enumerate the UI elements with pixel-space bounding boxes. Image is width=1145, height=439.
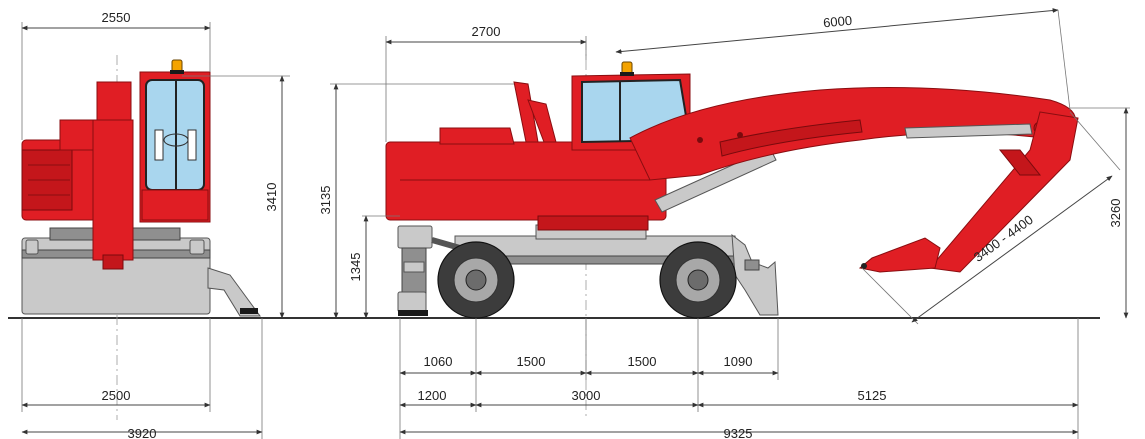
dim-seg-outrigger: 1060 [424,354,453,369]
dim-seg-front-axle: 1500 [517,354,546,369]
dim-boom-reach: 6000 [822,13,852,31]
dim-front-width-top: 2550 [102,10,131,25]
dim-front-overhang: 1200 [418,388,447,403]
dim-front-height: 3410 [264,183,279,212]
dim-wheelbase: 3000 [572,388,601,403]
dim-front-width-overall: 3920 [128,426,157,439]
dim-max-height: 3260 [1108,199,1123,228]
excavator-side-view-icon [330,8,1130,439]
dim-overall-length: 9325 [724,426,753,439]
dim-chassis-height: 1345 [348,253,363,282]
dim-cab-to-boom-height: 3135 [318,186,333,215]
dim-rear-reach: 5125 [858,388,887,403]
dim-seg-blade: 1090 [724,354,753,369]
dim-cab-position: 2700 [472,24,501,39]
dim-seg-rear-axle: 1500 [628,354,657,369]
excavator-front-view-icon [21,22,290,439]
dim-front-width-track: 2500 [102,388,131,403]
